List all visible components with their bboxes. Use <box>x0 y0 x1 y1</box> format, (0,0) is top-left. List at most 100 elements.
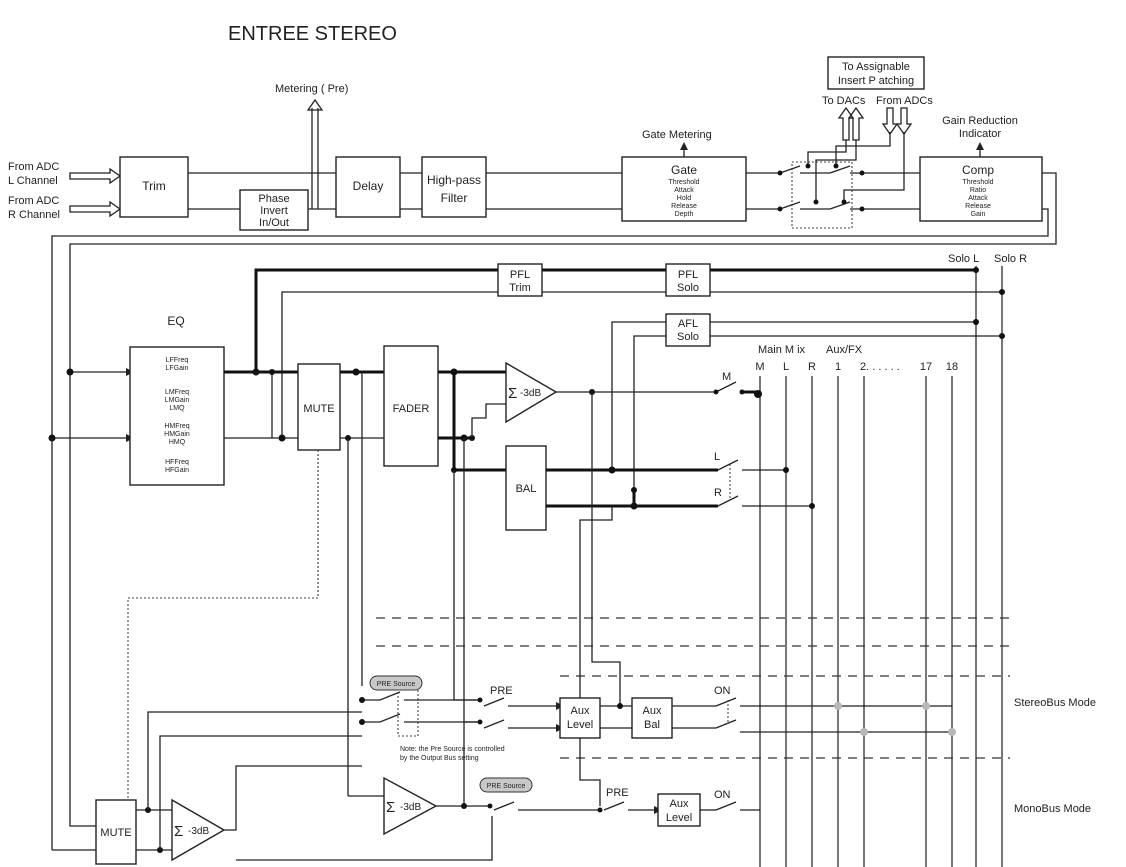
metering-pre-label: Metering ( Pre) <box>275 83 348 95</box>
gate-title: Gate <box>671 163 697 177</box>
input-l-label: From ADC <box>8 161 59 173</box>
from-adcs-arrow <box>895 107 913 136</box>
sum-main-triangle <box>505 361 558 424</box>
comp-param: Ratio <box>970 187 986 194</box>
main-mix-label: Main M ix <box>758 344 806 356</box>
gate-param: Depth <box>675 211 694 218</box>
phase-label-3: In/Out <box>259 217 289 229</box>
mute-block <box>297 363 341 451</box>
solo-r-label: Solo R <box>994 253 1027 265</box>
aux-bal-label-2: Bal <box>644 719 660 731</box>
aux-level-mono-label-1: Aux <box>670 798 689 810</box>
bus-18-label: 18 <box>946 361 958 373</box>
switch-r-label: R <box>714 487 722 499</box>
eq-title: EQ <box>167 314 184 328</box>
eq-param: LMGain <box>165 397 190 404</box>
pfl-trim-label-2: Trim <box>509 282 531 294</box>
insert-switch-box <box>791 161 853 229</box>
afl-solo-label-2: Solo <box>677 331 699 343</box>
aux-level-label-1: Aux <box>571 705 590 717</box>
bus-m-label: M <box>755 361 764 373</box>
eq-param: HMQ <box>169 439 186 446</box>
pfl-solo-label-2: Solo <box>677 282 699 294</box>
aux-fx-label: Aux/FX <box>826 344 863 356</box>
mute-label: MUTE <box>303 403 334 415</box>
on-label-stereo: ON <box>714 685 731 697</box>
input-r-label-2: R Channel <box>8 209 60 221</box>
solo-l-label: Solo L <box>948 253 979 265</box>
metering-pre-arrow <box>306 98 324 111</box>
sum-bottom-label: -3dB <box>188 826 209 837</box>
monobus-mode-label: MonoBus Mode <box>1014 803 1091 815</box>
to-dacs-arrow <box>847 106 865 141</box>
sum-main-sigma: Σ <box>508 385 517 402</box>
insert-patching-label-1: To Assignable <box>842 61 910 73</box>
eq-param: LFGain <box>166 365 189 372</box>
pre-label-stereo: PRE <box>490 685 513 697</box>
aux-level-mono-label-2: Level <box>666 812 692 824</box>
pre-source-label-mono: PRE Source <box>487 783 526 790</box>
sum-bottom-triangle <box>171 798 226 862</box>
bus-l-label: L <box>783 361 789 373</box>
phase-invert-block <box>239 189 309 231</box>
hpf-label-1: High-pass <box>427 173 481 187</box>
comp-title: Comp <box>962 163 994 177</box>
compressor-block <box>919 156 1043 222</box>
pre-source-note-1: Note: the Pre Source is controlled <box>400 746 505 753</box>
sum-bottom-sigma: Σ <box>174 823 183 840</box>
eq-param: HFFreq <box>165 459 189 466</box>
bal-label: BAL <box>516 483 537 495</box>
on-label-mono: ON <box>714 789 731 801</box>
pfl-trim-label-1: PFL <box>510 269 530 281</box>
phase-label-2: Invert <box>260 205 288 217</box>
sum-main-label: -3dB <box>520 388 541 399</box>
trim-block <box>119 156 189 218</box>
eq-param: LMQ <box>169 405 185 412</box>
bal-block <box>505 445 547 531</box>
gate-metering-label: Gate Metering <box>642 129 712 141</box>
bus-1-label: 1 <box>835 361 841 373</box>
afl-solo-label-1: AFL <box>678 318 698 330</box>
eq-param: HFGain <box>165 467 189 474</box>
aux-bal-block <box>631 697 673 739</box>
bus-2-label: 2. . . . . . <box>860 361 900 373</box>
sum-mid-triangle <box>383 776 438 836</box>
aux-bal-label-1: Aux <box>643 705 662 717</box>
comp-param: Gain <box>971 211 986 218</box>
eq-block <box>129 346 225 486</box>
delay-block <box>335 156 401 218</box>
trim-label: Trim <box>142 179 166 193</box>
eq-param: HMFreq <box>164 423 189 430</box>
gate-param: Release <box>671 203 697 210</box>
switch-m-label: M <box>722 371 731 383</box>
from-adcs-label: From ADCs <box>876 95 933 107</box>
input-l-arrow <box>69 167 122 185</box>
to-dacs-arrow <box>837 106 855 141</box>
pre-source-pill <box>369 675 423 691</box>
aux-level-block <box>559 697 601 739</box>
gate-block <box>621 156 747 222</box>
stereobus-mode-label: StereoBus Mode <box>1014 697 1096 709</box>
insert-patching-label-2: Insert P atching <box>838 75 914 87</box>
fader-block <box>383 345 439 467</box>
phase-label-1: Phase <box>258 193 289 205</box>
comp-param: Attack <box>968 195 988 202</box>
eq-param: LMFreq <box>165 389 189 396</box>
sum-mid-sigma: Σ <box>386 799 395 816</box>
sum-mid-label: -3dB <box>400 802 421 813</box>
gain-reduction-label-2: Indicator <box>959 128 1002 140</box>
comp-param: Release <box>965 203 991 210</box>
highpass-filter-block <box>421 156 487 218</box>
to-dacs-label: To DACs <box>822 95 866 107</box>
bus-17-label: 17 <box>920 361 932 373</box>
pre-source-label: PRE Source <box>377 681 416 688</box>
input-r-arrow <box>69 200 122 218</box>
pfl-solo-block <box>665 263 711 297</box>
diagram-title: ENTREE STEREO <box>228 23 397 45</box>
afl-solo-block <box>665 313 711 347</box>
gate-param: Attack <box>674 187 694 194</box>
mute-bottom-block <box>95 799 137 865</box>
gain-reduction-label-1: Gain Reduction <box>942 115 1018 127</box>
pre-source-note-2: by the Output Bus setting <box>400 755 479 762</box>
eq-param: HMGain <box>164 431 190 438</box>
